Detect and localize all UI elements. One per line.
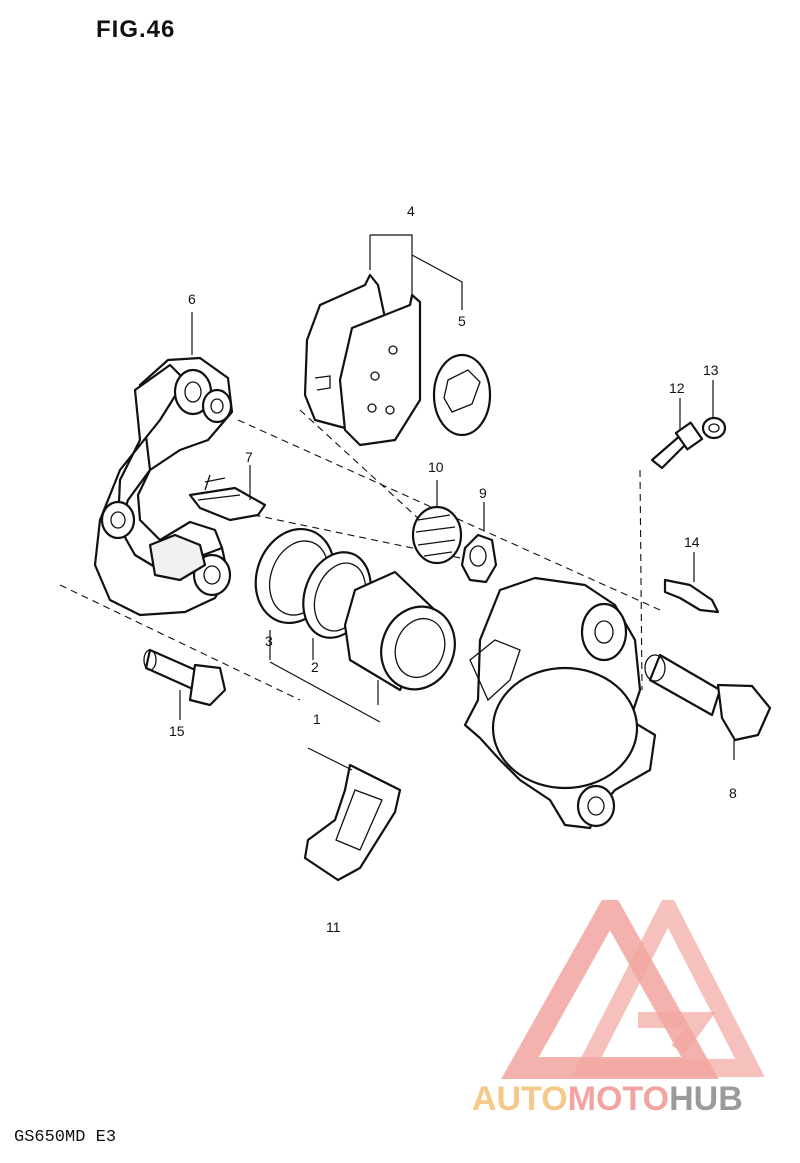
- callout-numbers: 1 2 3 4 5 6 7 8 9 10 11 12 13 14 15: [169, 203, 737, 935]
- callout-1: 1: [313, 711, 321, 727]
- part-9-bush: [460, 533, 498, 584]
- callout-9: 9: [479, 485, 487, 501]
- callout-2: 2: [311, 659, 319, 675]
- part-5-shim: [432, 353, 492, 437]
- watermark-hub: HUB: [669, 1080, 743, 1118]
- figure-title: FIG.46: [96, 16, 176, 43]
- model-code: GS650MD E3: [14, 1128, 117, 1147]
- callout-11: 11: [326, 919, 341, 935]
- callout-8: 8: [729, 785, 737, 801]
- callout-4: 4: [407, 203, 415, 219]
- callout-12: 12: [669, 380, 685, 396]
- automotohub-watermark: AUTOMOTOHUB: [472, 1080, 743, 1119]
- part-6-caliper-bracket: [93, 356, 234, 617]
- part-7-pad-spring: [188, 474, 267, 522]
- part-11-retainer: [303, 747, 402, 882]
- callout-15: 15: [169, 723, 185, 739]
- part-10-boot: [411, 505, 463, 565]
- part-14-spring: [663, 578, 720, 614]
- watermark-moto: MOTO: [567, 1080, 670, 1118]
- callout-3: 3: [265, 633, 273, 649]
- automotohub-logo-mark: [501, 900, 765, 1079]
- part-12-bleeder-screw: [650, 421, 704, 470]
- callout-leader-lines: [179, 234, 735, 760]
- caliper-body: [463, 576, 657, 830]
- part-13-cap: [701, 416, 727, 440]
- callout-13: 13: [703, 362, 719, 378]
- part-8-bolt: [644, 653, 772, 742]
- part-15-bolt: [143, 648, 227, 707]
- callout-6: 6: [188, 291, 196, 307]
- part-4-brake-pads: [303, 273, 422, 447]
- callout-10: 10: [428, 459, 444, 475]
- part-1-piston: [343, 570, 456, 692]
- callout-14: 14: [684, 534, 700, 550]
- callout-7: 7: [245, 449, 253, 465]
- watermark-auto: AUTO: [472, 1080, 568, 1118]
- callout-5: 5: [458, 313, 466, 329]
